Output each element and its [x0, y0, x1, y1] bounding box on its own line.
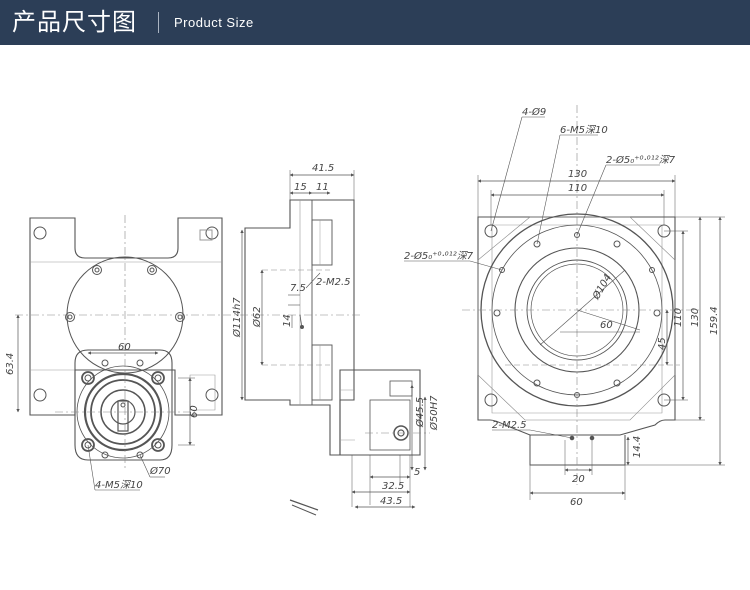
technical-drawing: 60 63.4 60 Ø70 4-M5深10 41.5 15 11 Ø114h7… [5, 105, 725, 516]
dim-right-1594: 159.4 [709, 306, 720, 335]
dim-right-45: 45 [657, 337, 668, 350]
title-chinese: 产品尺寸图 [12, 8, 137, 36]
dim-mid-5: 5 [414, 467, 420, 478]
dim-right-130: 130 [568, 169, 587, 180]
dim-mid-d455: Ø45.5 [414, 397, 426, 428]
dim-left-m5: 4-M5深10 [95, 479, 143, 491]
dim-right-144: 14.4 [632, 436, 643, 458]
dim-mid-325: 32.5 [382, 481, 404, 492]
dim-left-d70: Ø70 [149, 465, 171, 477]
dim-mid-d114: Ø114h7 [231, 297, 243, 338]
right-view [404, 105, 725, 500]
dim-mid-15: 15 [294, 182, 307, 193]
dim-right-20: 20 [572, 474, 585, 485]
dim-mid-415: 41.5 [312, 163, 334, 174]
dim-left-60-vert: 60 [189, 405, 200, 418]
dim-right-130-vert: 130 [690, 308, 701, 327]
dim-right-m25: 2-M2.5 [492, 420, 527, 431]
dim-right-pin-top: 2-Ø5₀⁺⁰·⁰¹²深7 [606, 154, 676, 166]
title-divider [158, 12, 159, 33]
dim-mid-14: 14 [282, 314, 293, 327]
dim-mid-m25: 2-M2.5 [316, 277, 351, 288]
header-bar: 产品尺寸图 Product Size [0, 0, 750, 45]
dim-right-110-vert: 110 [673, 308, 684, 327]
dim-right-hole4: 4-Ø9 [522, 106, 546, 118]
dim-left-60: 60 [118, 342, 131, 353]
middle-view [240, 170, 430, 516]
left-view [15, 215, 235, 491]
dim-left-634: 63.4 [5, 353, 16, 375]
dim-right-pin-left: 2-Ø5₀⁺⁰·⁰¹²深7 [404, 250, 474, 262]
dim-right-60: 60 [600, 320, 613, 331]
dim-right-110: 110 [568, 183, 587, 194]
dim-mid-75: 7.5 [290, 283, 306, 294]
dim-mid-d62: Ø62 [251, 306, 263, 328]
dim-right-60-bottom: 60 [570, 497, 583, 508]
dim-right-m5: 6-M5深10 [560, 124, 608, 136]
dim-right-d104: Ø104 [590, 272, 614, 302]
dim-mid-11: 11 [316, 182, 329, 193]
title-english: Product Size [174, 15, 254, 30]
dim-mid-435: 43.5 [380, 496, 402, 507]
dim-mid-d50: Ø50H7 [428, 395, 440, 431]
